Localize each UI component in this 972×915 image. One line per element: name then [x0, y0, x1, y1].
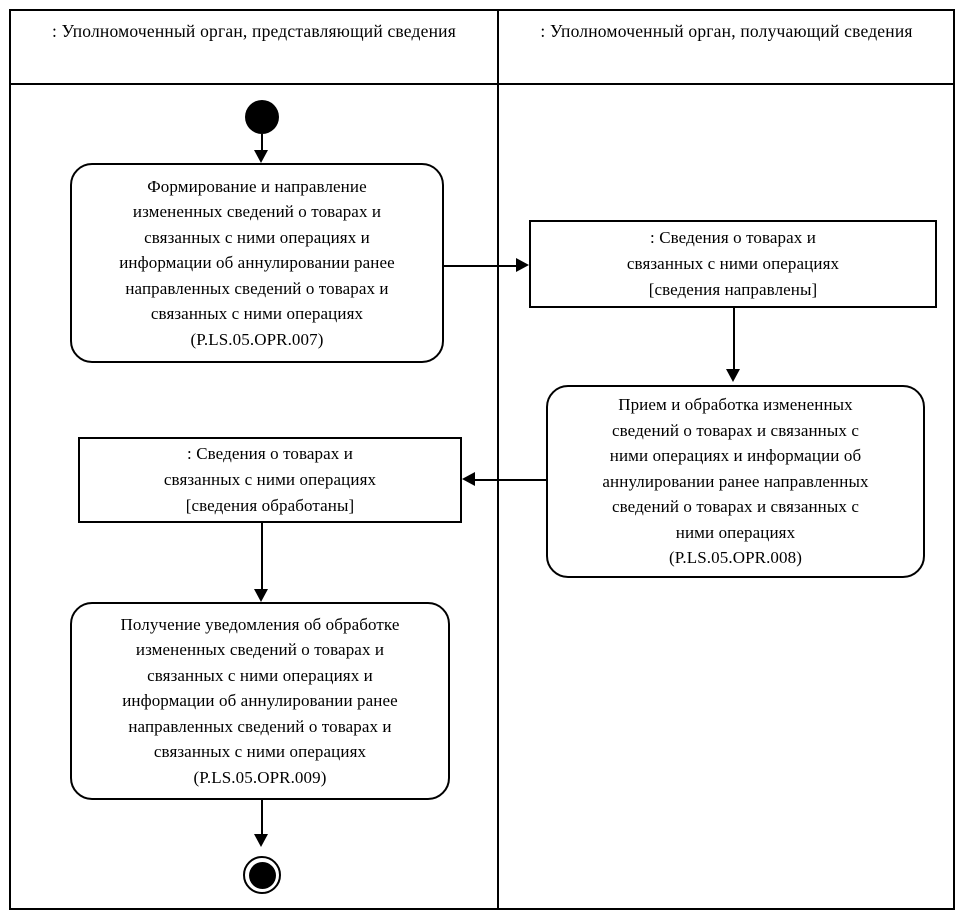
activity-node-opr-008-label: Прием и обработка измененных сведений о … — [602, 395, 869, 568]
arrowhead-initial-to-activity-007 — [254, 150, 268, 163]
object-node-sent[interactable]: : Сведения о товарах и связанных с ними … — [529, 220, 937, 308]
arrowhead-activity-007-to-object-sent — [516, 258, 529, 272]
arrowhead-activity-009-to-final — [254, 834, 268, 847]
object-node-processed[interactable]: : Сведения о товарах и связанных с ними … — [78, 437, 462, 523]
swimlane-divider — [497, 9, 499, 910]
activity-node-opr-007-label: Формирование и направление измененных св… — [119, 176, 395, 349]
edge-activity-009-to-final — [261, 800, 263, 835]
edge-object-sent-to-activity-008 — [733, 308, 735, 370]
arrowhead-object-processed-to-activity-009 — [254, 589, 268, 602]
arrowhead-activity-008-to-object-processed — [462, 472, 475, 486]
object-node-sent-label: : Сведения о товарах и связанных с ними … — [626, 228, 840, 299]
activity-node-opr-007[interactable]: Формирование и направление измененных св… — [70, 163, 444, 363]
swimlane-header-rule — [9, 83, 955, 85]
activity-node-opr-009-label: Получение уведомления об обработке измен… — [120, 614, 400, 787]
object-node-processed-label: : Сведения о товарах и связанных с ними … — [163, 444, 377, 515]
swimlane-header-receiver: : Уполномоченный орган, получающий сведе… — [540, 21, 913, 41]
swimlane-header-provider: : Уполномоченный орган, представляющий с… — [52, 21, 456, 41]
activity-node-opr-009[interactable]: Получение уведомления об обработке измен… — [70, 602, 450, 800]
edge-object-processed-to-activity-009 — [261, 523, 263, 590]
edge-activity-008-to-object-processed — [475, 479, 546, 481]
arrowhead-object-sent-to-activity-008 — [726, 369, 740, 382]
edge-activity-007-to-object-sent — [444, 265, 517, 267]
edge-initial-to-activity-007 — [261, 134, 263, 151]
final-node — [243, 856, 281, 894]
activity-node-opr-008[interactable]: Прием и обработка измененных сведений о … — [546, 385, 925, 578]
initial-node — [245, 100, 279, 134]
